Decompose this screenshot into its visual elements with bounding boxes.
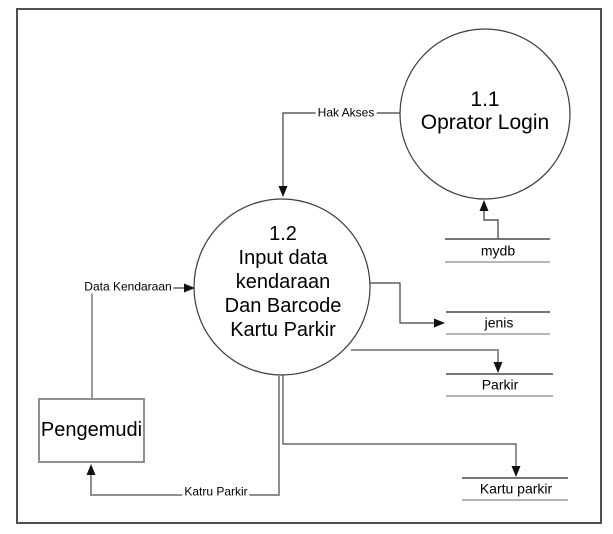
flow-katru-parkir-arrowhead [86,464,96,475]
process-operator-login-name: Oprator Login [420,111,550,134]
flow-data-kendaraan-arrowhead [184,283,195,293]
flow-to-jenis-line [370,282,435,324]
external-entity-pengemudi: Pengemudi [38,398,145,463]
process-input-data-name-line3: Dan Barcode [224,295,342,317]
datastore-kartu-parkir-label: Kartu parkir [479,480,553,497]
flow-to-parkir-arrowhead [493,362,503,373]
flow-label-katru-parkir: Katru Parkir [182,484,250,499]
process-input-data-name-line4: Kartu Parkir [230,319,336,341]
process-input-data-name-line2: kendaraan [235,271,331,293]
process-input-data-id: 1.2 [269,223,297,245]
diagram-border [16,8,602,524]
flow-to-kartu-parkir-line [282,375,517,467]
process-operator-login-label: 1.1 Oprator Login [400,88,570,134]
flow-label-data-kendaraan: Data Kendaraan [82,279,174,294]
datastore-parkir-label: Parkir [481,376,519,393]
process-circle-input-data [193,198,371,376]
flow-to-kartu-parkir-arrowhead [511,466,521,477]
datastore-mydb-label: mydb [480,242,516,259]
process-input-data-name-line1: Input data [238,247,328,269]
flow-label-hak-akses: Hak Akses [315,105,377,120]
datastore-jenis-label: jenis [484,314,514,331]
flow-hak-akses-arrowhead [278,186,288,197]
flow-to-parkir-line [351,349,499,363]
flow-mydb-to-login-line [483,210,499,239]
flow-hak-akses-line [282,112,400,187]
flow-to-jenis-arrowhead [434,318,445,328]
flow-mydb-to-login-arrowhead [479,200,489,211]
process-input-data-label: 1.2 Input data kendaraan Dan Barcode Kar… [198,222,368,342]
process-circle-operator-login [399,28,571,200]
process-operator-login-id: 1.1 [470,88,500,111]
external-entity-pengemudi-label: Pengemudi [40,419,143,441]
